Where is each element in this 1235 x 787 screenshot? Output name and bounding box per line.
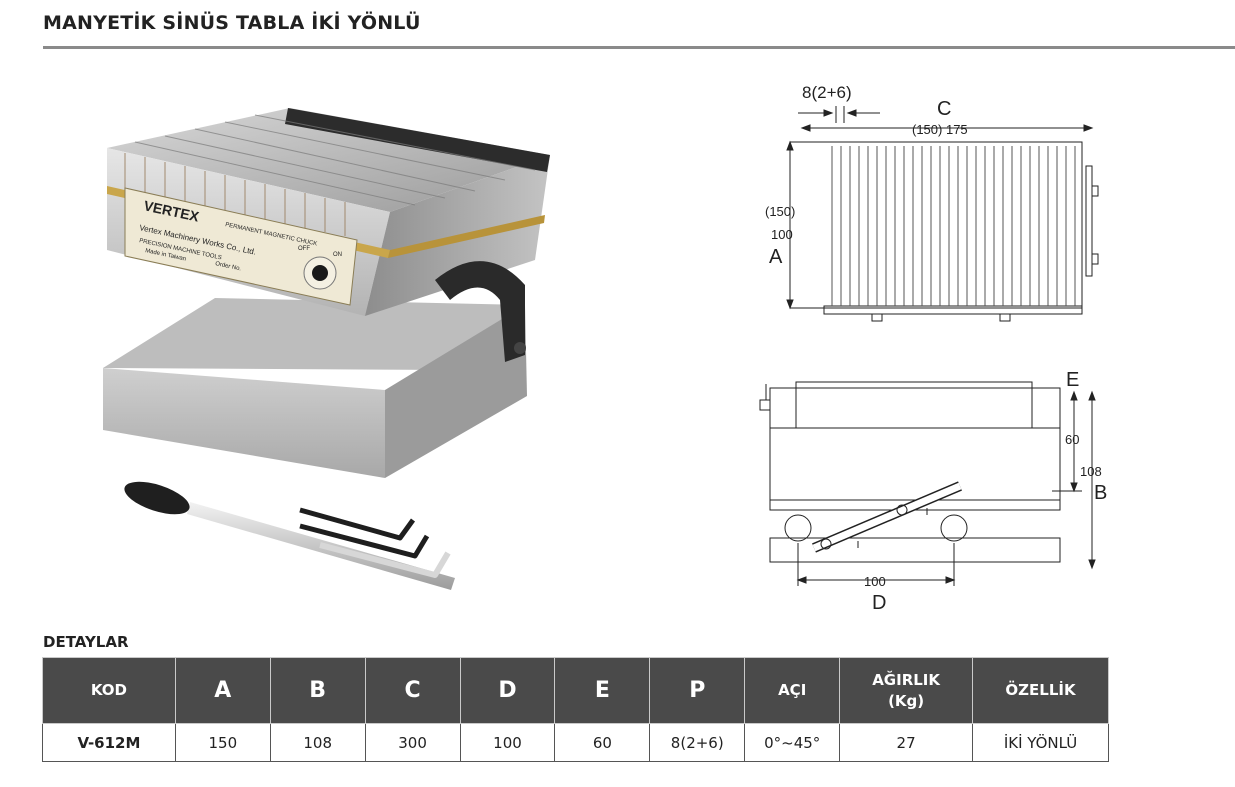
cell-a: 150 [174, 723, 271, 762]
cell-c: 300 [364, 723, 461, 762]
header-agirlik-line1: AĞIRLIK [872, 670, 941, 689]
title-divider [43, 46, 1235, 49]
cell-d: 100 [459, 723, 556, 762]
p-dimension-label: 8(2+6) [802, 83, 852, 102]
c-letter: C [937, 98, 951, 120]
header-aci: AÇI [744, 657, 841, 724]
cell-p: 8(2+6) [649, 723, 746, 762]
hex-key-3 [319, 542, 451, 578]
spec-table: KOD A B C D E P AÇI AĞIRLIK (Kg) ÖZELLİK… [42, 657, 1109, 762]
name-plate [124, 187, 358, 306]
header-ozellik: ÖZELLİK [972, 657, 1109, 724]
e-letter: E [1066, 369, 1079, 391]
technical-drawing: 8(2+6) C (150) 175 (150) 100 A E 60 108 … [759, 83, 1107, 614]
header-d: D [459, 657, 556, 724]
b-dimension: 108 [1080, 464, 1102, 479]
a-dimension-1: (150) [765, 204, 795, 219]
d-dimension: 100 [864, 574, 886, 589]
header-e: E [554, 657, 651, 724]
base-front [103, 368, 385, 478]
header-a: A [174, 657, 271, 724]
b-letter: B [1094, 482, 1107, 504]
product-photo: VERTEX PERMANENT MAGNETIC CHUCK Vertex M… [103, 108, 550, 590]
cell-kod: V-612M [42, 723, 176, 762]
e-dimension: 60 [1065, 432, 1079, 447]
table-fence [285, 108, 550, 172]
table-row: V-612M 150 108 300 100 60 8(2+6) 0°~45° … [42, 723, 1109, 762]
cell-aci: 0°~45° [744, 723, 841, 762]
clamp-arm [435, 261, 525, 362]
top-view-body [789, 141, 1083, 309]
header-agirlik: AĞIRLIK (Kg) [839, 657, 974, 724]
header-c: C [364, 657, 461, 724]
cell-ozellik: İKİ YÖNLÜ [972, 723, 1109, 762]
header-kod: KOD [42, 657, 176, 724]
base-top [103, 298, 525, 370]
cell-e: 60 [554, 723, 651, 762]
hex-key-2 [299, 523, 430, 559]
c-dimension: (150) 175 [912, 122, 968, 137]
side-view-body [769, 387, 1061, 501]
d-letter: D [872, 592, 886, 614]
page-title: MANYETİK SİNÜS TABLA İKİ YÖNLÜ [43, 12, 421, 34]
switch-on-label: ON [333, 252, 342, 258]
header-b: B [269, 657, 366, 724]
details-heading: DETAYLAR [43, 633, 129, 651]
cell-b: 108 [269, 723, 366, 762]
plate-text-5: Order No. [215, 261, 242, 272]
hex-key-1 [299, 507, 416, 541]
base-side [385, 305, 527, 478]
header-agirlik-line2: (Kg) [888, 691, 925, 710]
header-p: P [649, 657, 746, 724]
a-letter: A [769, 246, 783, 268]
table-header-row: KOD A B C D E P AÇI AĞIRLIK (Kg) ÖZELLİK [42, 657, 1109, 724]
a-dimension-2: 100 [771, 227, 793, 242]
switch-off-label: OFF [298, 246, 310, 252]
cell-agirlik: 27 [839, 723, 974, 762]
